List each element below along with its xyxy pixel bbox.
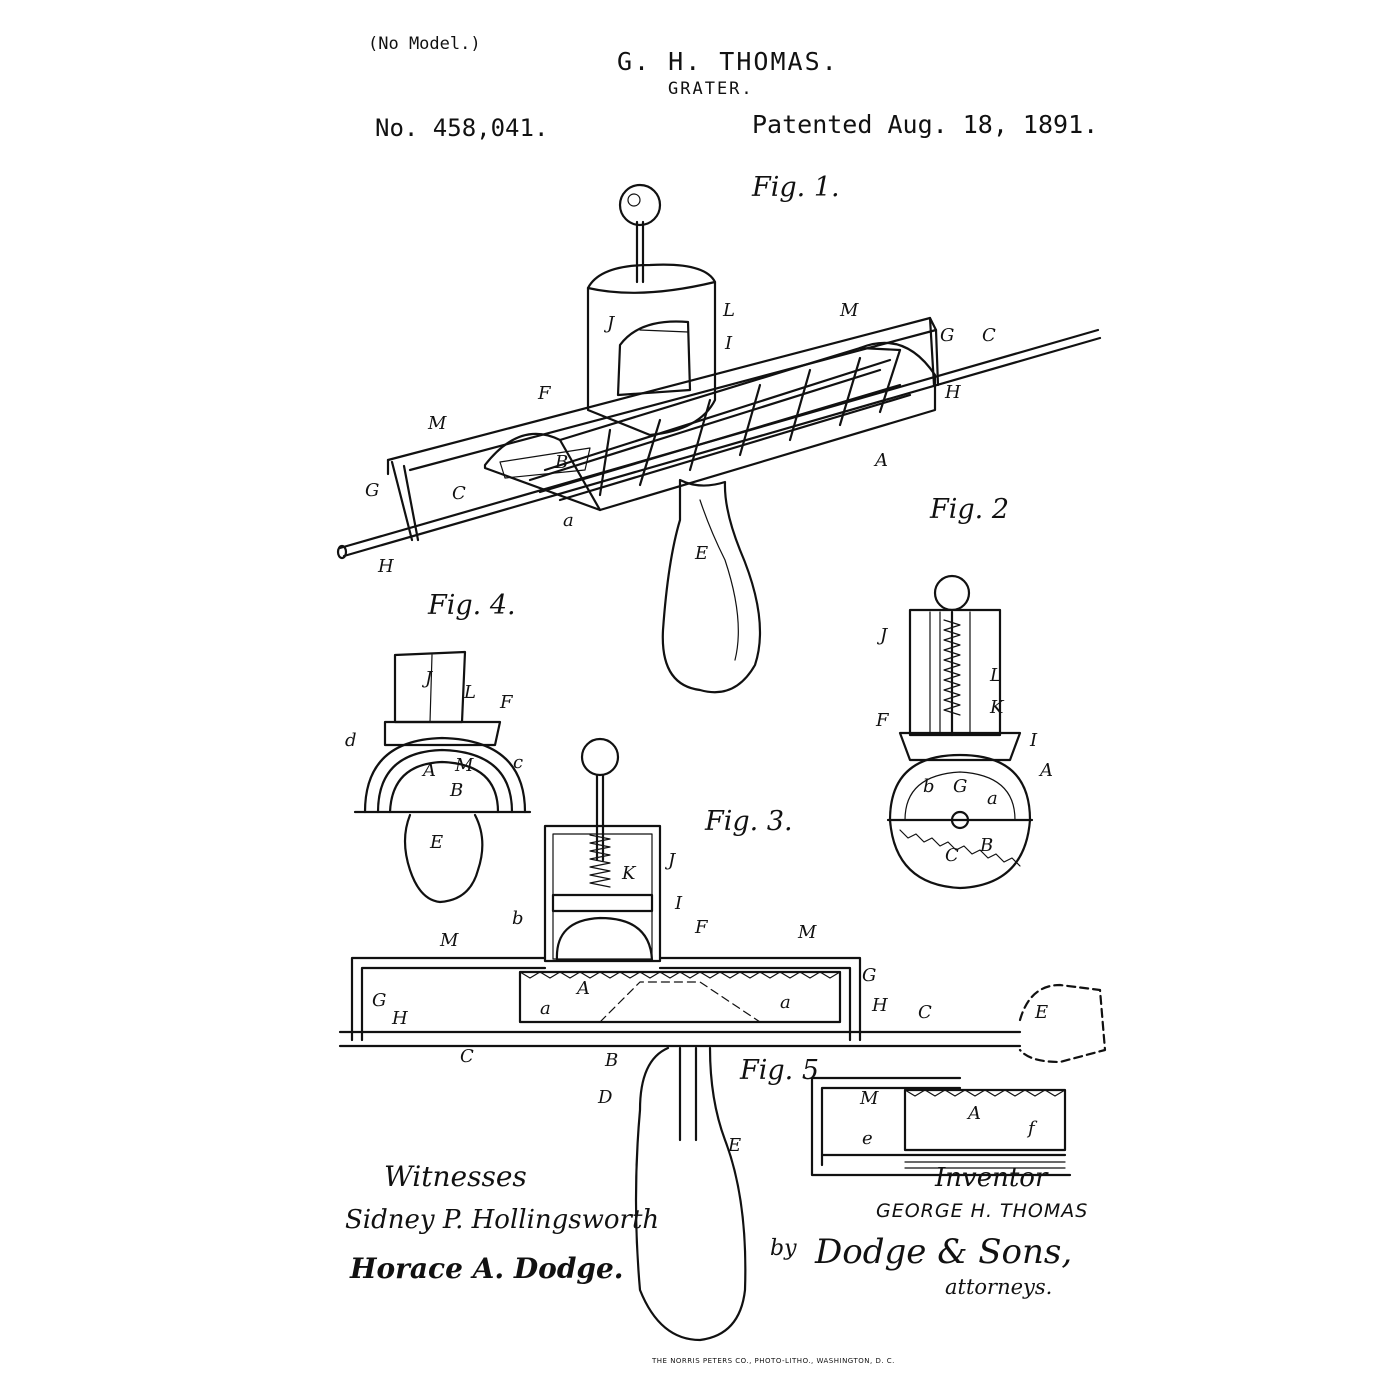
- fig2-ref: L: [990, 665, 1002, 686]
- fig1-ref: L: [723, 300, 735, 321]
- fig5-ref: e: [862, 1128, 873, 1149]
- fig2-ref: K: [990, 697, 1004, 718]
- witnesses-label: Witnesses: [384, 1160, 527, 1193]
- fig2-ref: J: [880, 625, 888, 646]
- model-note: (No Model.): [368, 34, 481, 54]
- fig3-ref: a: [540, 998, 551, 1019]
- patent-date: Patented Aug. 18, 1891.: [752, 110, 1099, 139]
- attorneys-label: attorneys.: [945, 1275, 1053, 1299]
- fig3-ref: F: [695, 917, 708, 938]
- inventor-label: Inventor: [935, 1163, 1048, 1193]
- fig4-ref: A: [423, 760, 436, 781]
- fig3-ref: E: [1035, 1002, 1049, 1023]
- fig1-ref: H: [378, 556, 394, 577]
- fig5-ref: f: [1028, 1118, 1035, 1139]
- fig3-ref: b: [512, 908, 524, 929]
- fig5-ref: A: [968, 1103, 981, 1124]
- fig3-ref: H: [392, 1008, 408, 1029]
- fig1-ref: A: [875, 450, 888, 471]
- fig1-ref: I: [725, 333, 733, 354]
- fig1-ref: J: [607, 313, 615, 334]
- fig3-ref: H: [872, 995, 888, 1016]
- fig3-ref: B: [605, 1050, 619, 1071]
- fig3-ref: M: [440, 930, 459, 951]
- fig5-label: Fig. 5: [740, 1055, 819, 1086]
- fig1-ref: a: [563, 510, 574, 531]
- fig2-drawing: [886, 574, 1034, 890]
- fig3-ref: I: [675, 893, 683, 914]
- inventor-signature: GEORGE H. THOMAS: [876, 1200, 1089, 1222]
- patent-number: No. 458,041.: [375, 114, 549, 142]
- fig1-label: Fig. 1.: [752, 172, 840, 203]
- fig2-ref: a: [987, 788, 998, 809]
- fig1-ref: H: [945, 382, 961, 403]
- fig1-ref: E: [695, 543, 709, 564]
- fig1-ref: F: [538, 383, 551, 404]
- witness-1-signature: Sidney P. Hollingsworth: [345, 1205, 660, 1235]
- fig3-drawing: [338, 737, 1107, 1342]
- fig3-ref: D: [598, 1087, 613, 1108]
- fig2-ref: B: [980, 835, 994, 856]
- fig2-ref: I: [1030, 730, 1038, 751]
- by-label: by: [770, 1236, 797, 1261]
- fig3-ref: C: [460, 1046, 474, 1067]
- fig5-drawing: [810, 1076, 1072, 1177]
- fig3-ref: G: [372, 990, 387, 1011]
- fig3-ref: E: [728, 1135, 742, 1156]
- fig3-ref: C: [918, 1002, 932, 1023]
- fig1-drawing: [336, 183, 1102, 694]
- fig4-ref: B: [450, 780, 464, 801]
- fig1-ref: G: [940, 325, 955, 346]
- fig1-ref: M: [428, 413, 447, 434]
- fig4-ref: c: [513, 752, 524, 773]
- attorney-signature: Dodge & Sons,: [815, 1232, 1073, 1272]
- fig3-ref: A: [577, 978, 590, 999]
- fig3-ref: a: [780, 992, 791, 1013]
- fig2-ref: A: [1040, 760, 1053, 781]
- fig3-label: Fig. 3.: [705, 806, 793, 837]
- fig4-ref: J: [425, 668, 433, 689]
- invention-title: GRATER.: [668, 79, 754, 99]
- fig1-ref: G: [365, 480, 380, 501]
- fig4-ref: L: [464, 682, 476, 703]
- fig2-ref: b: [923, 776, 935, 797]
- fig4-ref: M: [455, 755, 474, 776]
- fig5-ref: M: [860, 1088, 879, 1109]
- inventor-header: G. H. THOMAS.: [617, 47, 839, 76]
- fig2-ref: G: [953, 776, 968, 797]
- fig1-ref: B: [555, 452, 569, 473]
- witness-2-signature: Horace A. Dodge.: [350, 1252, 624, 1285]
- fig3-ref: K: [622, 863, 636, 884]
- fig3-ref: G: [862, 965, 877, 986]
- fig3-ref: J: [668, 850, 676, 871]
- fig1-ref: M: [840, 300, 859, 321]
- fig3-ref: M: [798, 922, 817, 943]
- fig4-drawing: [353, 650, 532, 904]
- fig2-ref: C: [945, 845, 959, 866]
- fig4-ref: d: [345, 730, 357, 751]
- fig1-ref: C: [452, 483, 466, 504]
- fig1-ref: C: [982, 325, 996, 346]
- printer-credit: THE NORRIS PETERS CO., PHOTO-LITHO., WAS…: [652, 1357, 895, 1365]
- fig4-label: Fig. 4.: [428, 590, 516, 621]
- fig2-label: Fig. 2: [930, 494, 1009, 525]
- fig2-ref: F: [876, 710, 889, 731]
- fig4-ref: E: [430, 832, 444, 853]
- fig4-ref: F: [500, 692, 513, 713]
